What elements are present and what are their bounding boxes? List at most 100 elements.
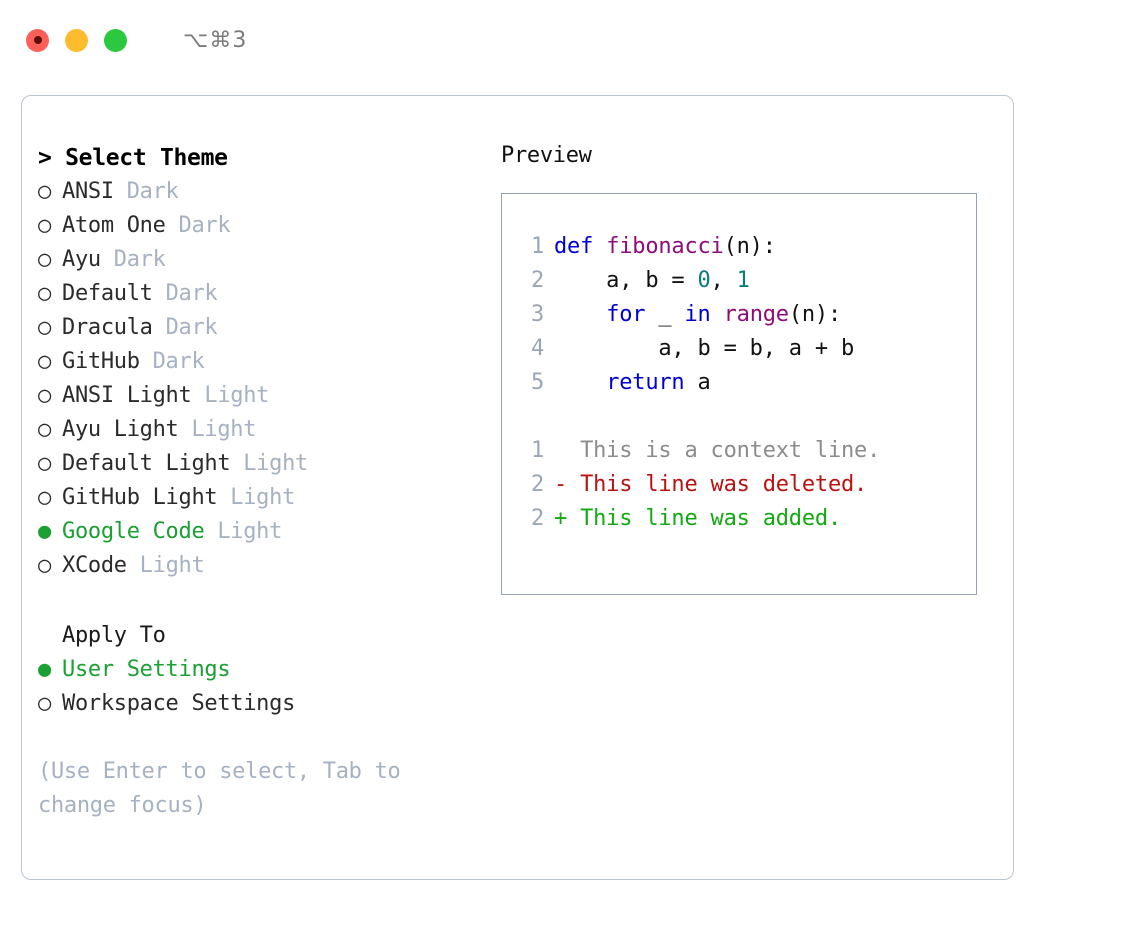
apply-to-header: Apply To: [62, 623, 166, 648]
apply-to-list: ● User Settings ○ Workspace Settings: [38, 653, 488, 721]
code-line: 5 return a: [502, 366, 976, 400]
theme-list-item[interactable]: ● Google Code Light: [38, 515, 488, 549]
code-token-txt: a, b = b, a + b: [554, 336, 855, 361]
code-token-kw: return: [606, 370, 685, 395]
theme-name-label: Dracula: [62, 315, 153, 340]
diff-line-text: + This line was added.: [554, 506, 841, 531]
code-token-num: 1: [736, 268, 750, 293]
theme-variant-tag: Light: [126, 553, 205, 578]
apply-to-label: Workspace Settings: [62, 691, 296, 716]
theme-name-label: Default: [62, 281, 153, 306]
theme-name-label: XCode: [62, 553, 127, 578]
theme-name-label: GitHub Light: [62, 485, 218, 510]
code-token-txt: [554, 302, 606, 327]
radio-unselected-icon: ○: [38, 417, 51, 442]
theme-variant-tag: Dark: [165, 213, 231, 238]
theme-name-label: ANSI: [62, 179, 114, 204]
code-token-txt: [711, 302, 724, 327]
theme-list-item[interactable]: ○ANSI Dark: [38, 175, 488, 209]
code-diff-separator: [502, 400, 976, 434]
theme-name-label: Google Code: [62, 519, 205, 544]
theme-variant-tag: Light: [204, 519, 283, 544]
code-line: 2 a, b = 0, 1: [502, 264, 976, 298]
apply-to-label: User Settings: [62, 657, 231, 682]
line-number: 2: [530, 472, 544, 497]
theme-picker-title: Select Theme: [65, 145, 228, 171]
code-line: 4 a, b = b, a + b: [502, 332, 976, 366]
theme-name-label: Ayu: [62, 247, 101, 272]
theme-variant-tag: Light: [178, 417, 257, 442]
code-token-num: 0: [697, 268, 711, 293]
preview-title: Preview: [501, 143, 592, 168]
line-number: 3: [530, 302, 544, 327]
code-token-txt: [554, 370, 606, 395]
theme-list-item[interactable]: ○Default Light Light: [38, 447, 488, 481]
close-button[interactable]: [26, 28, 49, 52]
theme-name-label: Ayu Light: [62, 417, 179, 442]
maximize-button[interactable]: [104, 28, 127, 52]
code-token-txt: (n):: [788, 302, 842, 327]
theme-list-item[interactable]: ○ Ayu Light Light: [38, 413, 488, 447]
radio-selected-icon: ●: [38, 657, 51, 682]
radio-unselected-icon: ○: [38, 383, 51, 408]
radio-unselected-icon: ○: [38, 315, 51, 340]
code-token-txt: (n):: [723, 234, 776, 259]
line-number: 1: [530, 234, 544, 259]
radio-unselected-icon: ○: [38, 691, 51, 716]
radio-unselected-icon: ○: [38, 349, 51, 374]
theme-list-item[interactable]: ○ Ayu Dark: [38, 243, 488, 277]
code-token-kw: in: [684, 302, 711, 327]
theme-list-item[interactable]: ○ Dracula Dark: [38, 311, 488, 345]
theme-list-item[interactable]: ○XCode Light: [38, 549, 488, 583]
theme-variant-tag: Dark: [152, 281, 218, 306]
theme-variant-tag: Light: [191, 383, 270, 408]
keyboard-hint-text: (Use Enter to select, Tab to change focu…: [38, 759, 401, 818]
minimize-button[interactable]: [65, 28, 88, 52]
theme-variant-tag: Dark: [152, 315, 218, 340]
diff-line-add: 2 + This line was added.: [502, 502, 976, 536]
diff-line-text: This is a context line.: [554, 438, 881, 463]
prompt-caret: >: [38, 145, 66, 171]
code-token-fn: fibonacci: [606, 234, 724, 259]
spacer: [38, 583, 488, 619]
line-number: 2: [530, 268, 544, 293]
apply-to-option[interactable]: ● User Settings: [38, 653, 488, 687]
radio-unselected-icon: ○: [38, 281, 51, 306]
radio-unselected-icon: ○: [38, 451, 51, 476]
theme-list-item[interactable]: ○ GitHub Dark: [38, 345, 488, 379]
main-window-panel: > Select Theme ○ANSI Dark○Atom One Dark○…: [21, 95, 1014, 880]
theme-picker-header: > Select Theme: [38, 141, 488, 175]
diff-line-ctx: 1 This is a context line.: [502, 434, 976, 468]
code-line: 3 for _ in range(n):: [502, 298, 976, 332]
theme-variant-tag: Dark: [139, 349, 205, 374]
line-number: 2: [530, 506, 544, 531]
theme-variant-tag: Dark: [113, 179, 179, 204]
radio-unselected-icon: ○: [38, 485, 51, 510]
theme-variant-tag: Light: [230, 451, 308, 476]
radio-selected-icon: ●: [38, 519, 51, 544]
theme-name-label: ANSI Light: [62, 383, 192, 408]
apply-to-option[interactable]: ○ Workspace Settings: [38, 687, 488, 721]
diff-line-del: 2- This line was deleted.: [502, 468, 976, 502]
theme-list-item[interactable]: ○ ANSI Light Light: [38, 379, 488, 413]
radio-unselected-icon: ○: [38, 247, 51, 272]
theme-name-label: GitHub: [62, 349, 140, 374]
diff-sample-block: 1 This is a context line.2- This line wa…: [502, 434, 976, 536]
theme-list-item[interactable]: ○ Default Dark: [38, 277, 488, 311]
theme-list-item[interactable]: ○Atom One Dark: [38, 209, 488, 243]
code-line: 1 def fibonacci(n):: [502, 230, 976, 264]
code-token-txt: _: [645, 302, 685, 327]
theme-variant-tag: Light: [217, 485, 296, 510]
theme-list-item[interactable]: ○ GitHub Light Light: [38, 481, 488, 515]
line-number: 5: [530, 370, 544, 395]
theme-list: ○ANSI Dark○Atom One Dark○Ayu Dark○Defaul…: [38, 175, 488, 583]
theme-picker-column: > Select Theme ○ANSI Dark○Atom One Dark○…: [38, 141, 488, 823]
theme-variant-tag: Dark: [100, 247, 166, 272]
window-controls: [26, 28, 127, 52]
titlebar: ⌥⌘3: [0, 0, 1140, 80]
keyboard-shortcut-label: ⌥⌘3: [183, 27, 248, 53]
code-token-kw: def: [554, 234, 607, 259]
